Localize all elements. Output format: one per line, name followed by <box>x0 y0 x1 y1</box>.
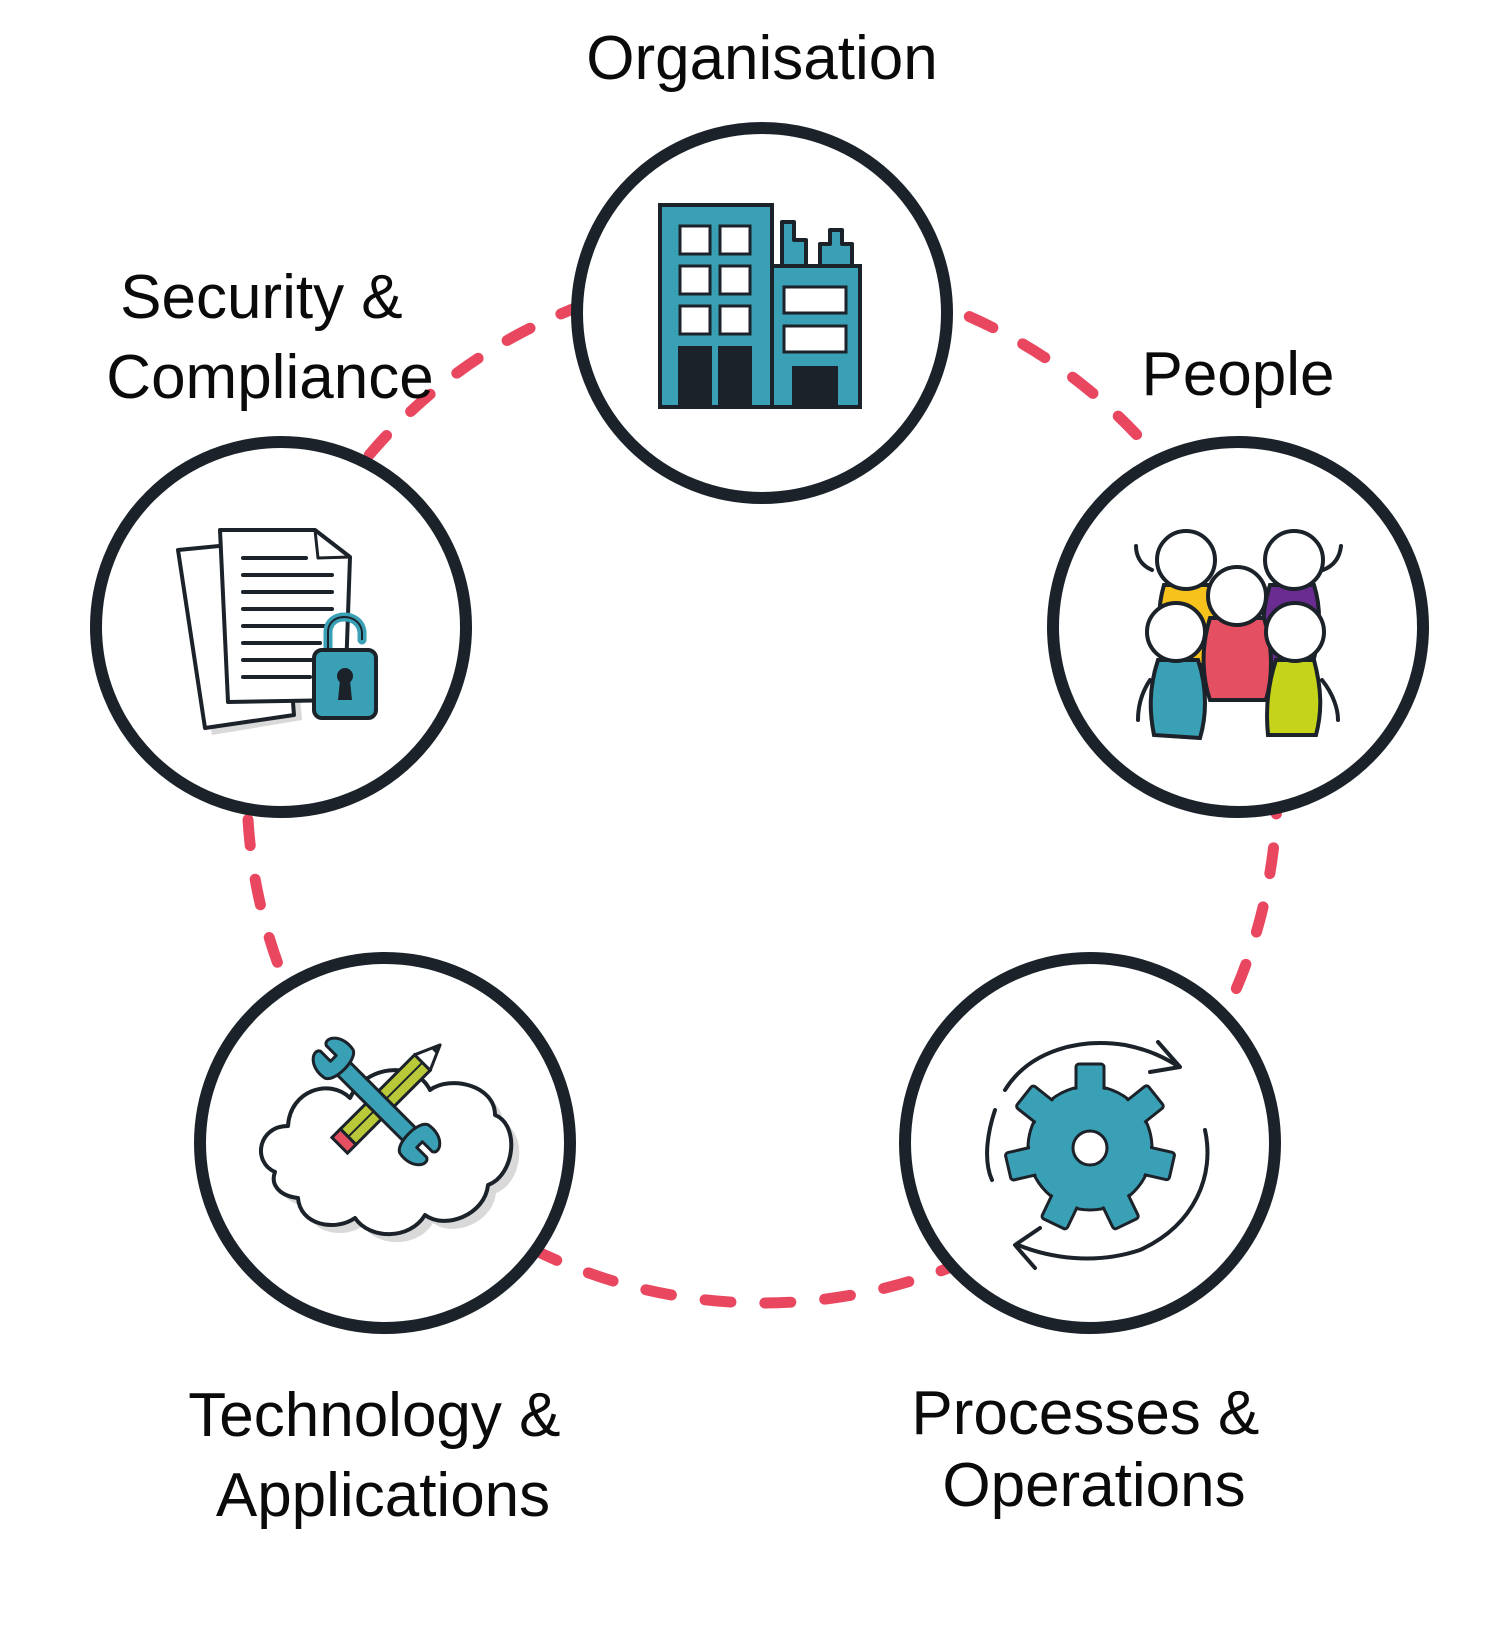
label-technology-line-2: Applications <box>216 1461 550 1530</box>
gear-cycle-icon <box>985 1040 1210 1270</box>
label-technology: Technology & Applications <box>188 1381 577 1530</box>
label-people: People <box>1141 340 1334 409</box>
label-processes-line-2: Operations <box>942 1451 1245 1520</box>
people-group-icon <box>1134 529 1343 741</box>
label-security-line-1: Security & <box>120 263 403 332</box>
node-processes <box>899 952 1281 1334</box>
label-organisation-line-1: Organisation <box>586 24 938 93</box>
node-technology <box>194 952 576 1334</box>
label-processes-line-1: Processes & <box>911 1379 1259 1448</box>
node-people <box>1047 436 1429 818</box>
node-security <box>90 436 472 818</box>
label-security-line-2: Compliance <box>106 343 433 412</box>
label-technology-line-1: Technology & <box>188 1381 560 1450</box>
label-processes: Processes & Operations <box>911 1379 1276 1520</box>
office-building-icon <box>658 203 862 409</box>
label-security: Security & Compliance <box>106 263 433 412</box>
label-organisation: Organisation <box>586 24 938 93</box>
node-organisation <box>571 122 953 504</box>
cloud-tools-icon <box>259 1036 520 1243</box>
label-people-line-1: People <box>1141 340 1334 409</box>
documents-padlock-icon <box>176 528 378 735</box>
